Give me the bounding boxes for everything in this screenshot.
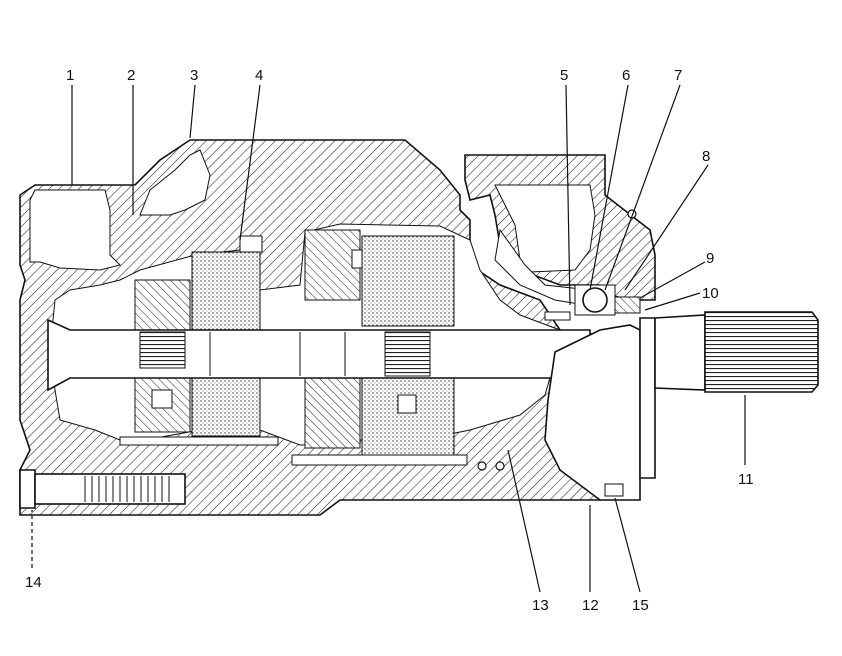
callout-2: 2 bbox=[127, 67, 135, 84]
callout-3: 3 bbox=[190, 67, 198, 84]
callout-10: 10 bbox=[702, 285, 719, 302]
callout-15: 15 bbox=[632, 597, 649, 614]
callout-13: 13 bbox=[532, 597, 549, 614]
rear-cartridge bbox=[291, 229, 468, 466]
front-cover-bolt bbox=[19, 469, 186, 509]
mounting-face bbox=[544, 317, 656, 501]
callout-labels: 1 2 3 4 5 6 7 8 9 10 11 12 13 14 15 bbox=[25, 67, 754, 614]
front-cartridge bbox=[119, 235, 279, 446]
leader-lines bbox=[31, 84, 746, 593]
callout-4: 4 bbox=[255, 67, 263, 84]
callout-8: 8 bbox=[702, 148, 710, 165]
callout-6: 6 bbox=[622, 67, 630, 84]
callout-11: 11 bbox=[738, 471, 754, 488]
callout-1: 1 bbox=[66, 67, 74, 84]
callout-5: 5 bbox=[560, 67, 568, 84]
callout-12: 12 bbox=[582, 597, 599, 614]
callout-14: 14 bbox=[25, 574, 42, 591]
bearing-and-seals bbox=[477, 209, 641, 471]
callout-9: 9 bbox=[706, 250, 714, 267]
output-shaft bbox=[654, 311, 819, 393]
drive-shaft bbox=[47, 318, 591, 392]
callout-7: 7 bbox=[674, 67, 682, 84]
